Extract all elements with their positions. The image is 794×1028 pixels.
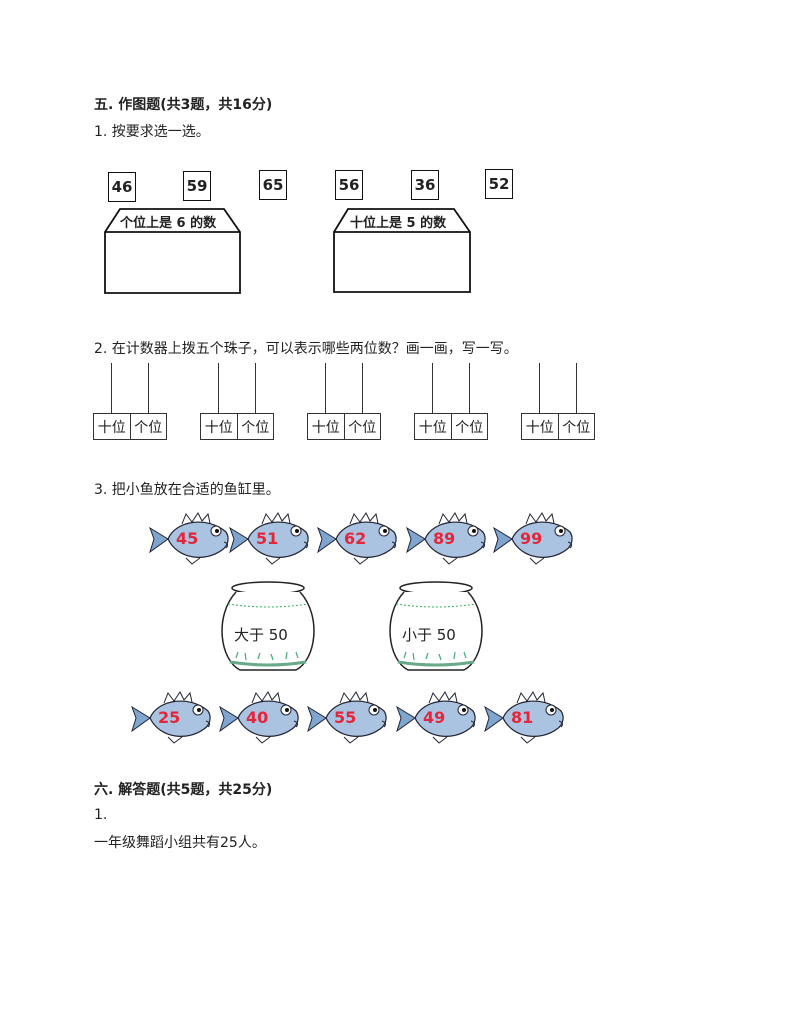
section-title: 五. 作图题(共3题，共16分) [94,97,273,113]
fish-number: 99 [520,529,543,548]
tens-rod [432,363,433,413]
fish-number: 51 [256,529,279,548]
number-card[interactable]: 65 [259,170,287,200]
abacus-base: 十位 个位 [307,413,381,440]
tens-label: 十位 [525,419,554,436]
bin-label: 个位上是 6 的数 [120,216,217,231]
tens-label: 十位 [418,419,447,436]
abacus-base: 十位 个位 [93,413,167,440]
tens-label: 十位 [311,419,340,436]
number-card[interactable]: 56 [335,170,363,200]
ones-rod [148,363,149,413]
ones-label: 个位 [557,414,595,439]
ones-label: 个位 [129,414,167,439]
tens-label: 十位 [204,419,233,436]
answer-bin-tens-5[interactable]: 十位上是 5 的数 [330,206,474,296]
fish-icon [484,691,564,744]
fish-card[interactable]: 62 [314,512,400,566]
fish-icon [131,691,211,744]
question-text: 一年级舞蹈小组共有25人。 [94,835,266,851]
fish-card[interactable]: 25 [128,691,214,745]
ones-label: 个位 [450,414,488,439]
question-number: 1. [94,807,108,823]
fish-icon [317,512,397,565]
ones-rod [362,363,363,413]
fish-icon [406,512,486,565]
fish-number: 55 [334,708,357,727]
fish-card[interactable]: 51 [226,512,312,566]
counter-abacus[interactable]: 十位 个位 [414,363,488,441]
fish-number: 40 [246,708,269,727]
tens-rod [218,363,219,413]
fish-tank-greater-50[interactable]: 大于 50 [218,580,318,674]
fish-card[interactable]: 99 [490,512,576,566]
fish-number: 45 [176,529,199,548]
answer-bin-ones-6[interactable]: 个位上是 6 的数 [100,207,244,297]
tank-label: 大于 50 [234,626,288,644]
bin-outline [333,208,471,293]
fish-icon [396,691,476,744]
fish-card[interactable]: 49 [393,691,479,745]
counter-abacus[interactable]: 十位 个位 [307,363,381,441]
ones-label: 个位 [343,414,381,439]
section-title: 六. 解答题(共5题，共25分) [94,782,273,798]
fish-card[interactable]: 89 [403,512,489,566]
question-1-text: 1. 按要求选一选。 [94,124,210,140]
question-3-text: 3. 把小鱼放在合适的鱼缸里。 [94,482,280,498]
fishbowl-icon [221,581,315,671]
fish-number: 25 [158,708,181,727]
tank-label: 小于 50 [402,626,456,644]
ones-rod [576,363,577,413]
fish-tank-less-50[interactable]: 小于 50 [386,580,486,674]
fish-number: 81 [511,708,534,727]
bin-label: 十位上是 5 的数 [350,216,447,231]
abacus-base: 十位 个位 [414,413,488,440]
fish-icon [229,512,309,565]
fish-icon [493,512,573,565]
fish-icon [219,691,299,744]
fish-card[interactable]: 81 [481,691,567,745]
fish-icon [307,691,387,744]
fishbowl-icon [389,581,483,671]
number-card[interactable]: 52 [485,169,513,199]
tens-rod [111,363,112,413]
abacus-base: 十位 个位 [521,413,595,440]
fish-number: 62 [344,529,367,548]
fish-card[interactable]: 40 [216,691,302,745]
number-card[interactable]: 36 [411,170,439,200]
number-card[interactable]: 46 [108,172,136,202]
tens-rod [325,363,326,413]
ones-rod [469,363,470,413]
tens-label: 十位 [97,419,126,436]
fish-number: 89 [433,529,456,548]
fish-card[interactable]: 55 [304,691,390,745]
fish-icon [149,512,229,565]
counter-abacus[interactable]: 十位 个位 [93,363,167,441]
question-2-text: 2. 在计数器上拨五个珠子，可以表示哪些两位数？画一画，写一写。 [94,341,518,357]
bin-outline [104,208,241,294]
counter-abacus[interactable]: 十位 个位 [200,363,274,441]
ones-label: 个位 [236,414,274,439]
ones-rod [255,363,256,413]
number-card[interactable]: 59 [183,171,211,201]
tens-rod [539,363,540,413]
counter-abacus[interactable]: 十位 个位 [521,363,595,441]
abacus-base: 十位 个位 [200,413,274,440]
fish-card[interactable]: 45 [146,512,232,566]
fish-number: 49 [423,708,446,727]
